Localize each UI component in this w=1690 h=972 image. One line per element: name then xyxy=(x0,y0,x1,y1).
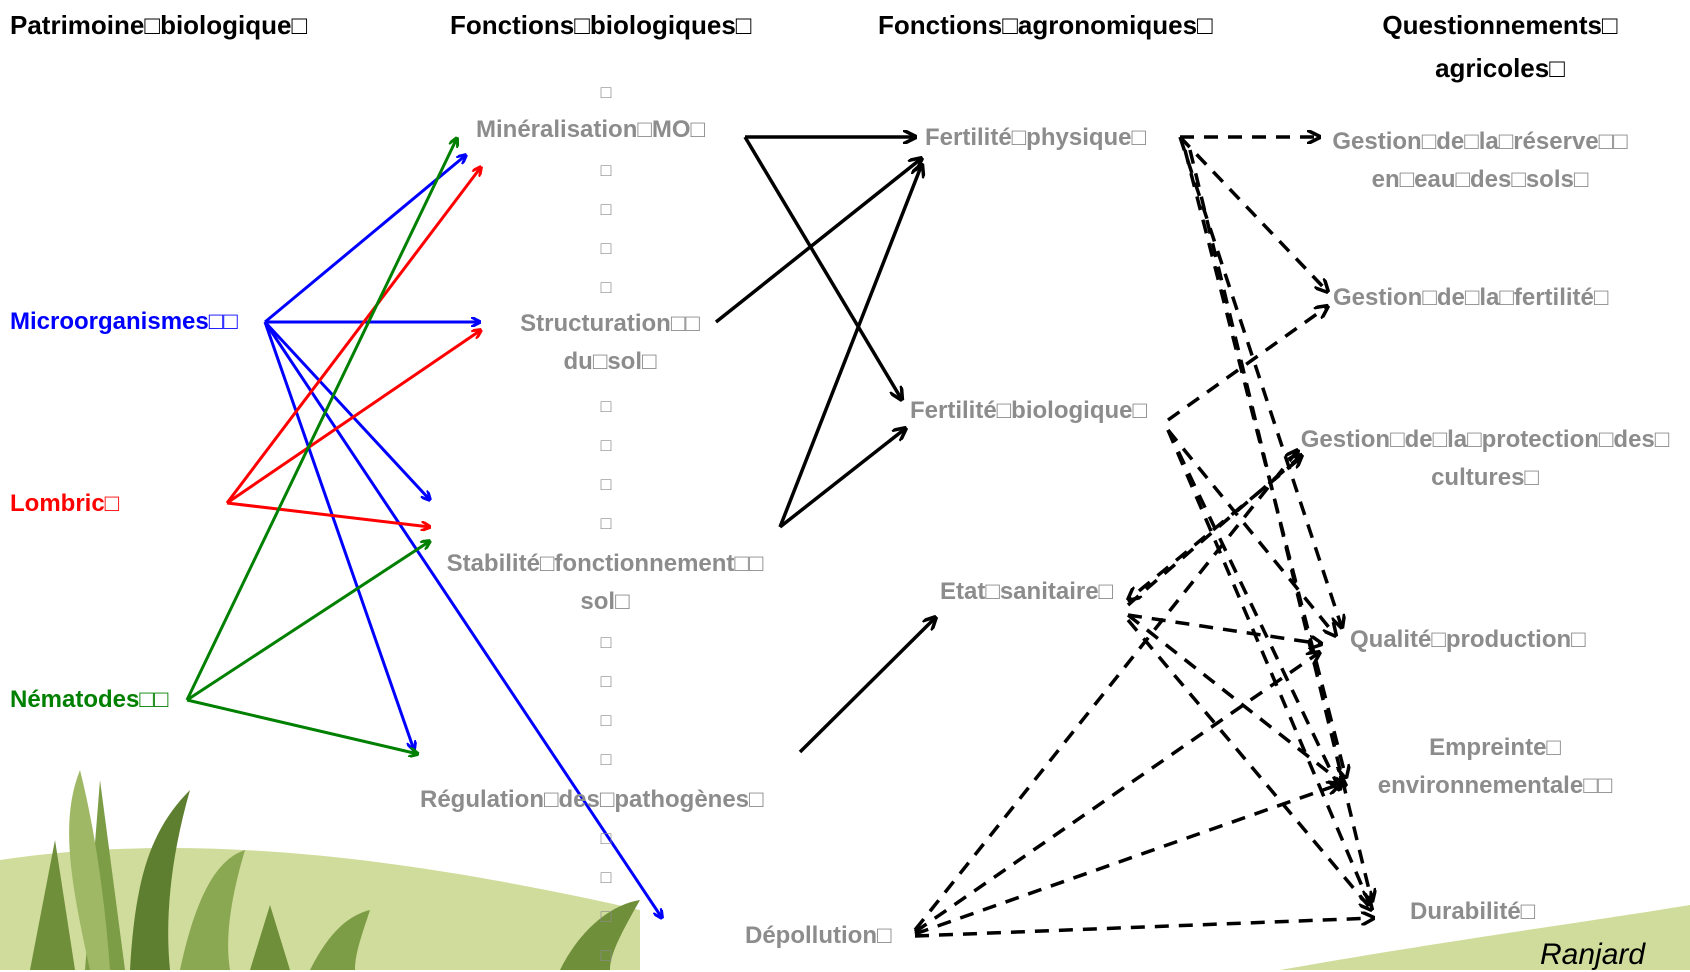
placeholder-glyph: □ xyxy=(600,277,612,297)
node-stabilite-line1: Stabilité□fonctionnement□□ xyxy=(446,550,764,577)
edge-protection-etat xyxy=(1128,458,1300,600)
edge-fertphys-qualite xyxy=(1178,136,1342,628)
edge-micro-depollution xyxy=(263,321,662,918)
node-lombric: Lombric□ xyxy=(10,490,120,517)
placeholder-glyph: □ xyxy=(600,828,612,848)
edge-nematodes-stabilite xyxy=(186,541,430,702)
placeholder-glyph: □ xyxy=(600,435,612,455)
microorganismes-arrows xyxy=(263,155,662,918)
header-fonctions-agronomiques: Fonctions□agronomiques□ xyxy=(878,10,1213,40)
edge-depollution-qualite xyxy=(914,652,1320,934)
node-structuration-sol: Structuration□□ du□sol□ xyxy=(500,310,720,376)
placeholder-glyph: □ xyxy=(600,160,612,180)
placeholder-glyph: □ xyxy=(600,513,612,533)
placeholder-glyph: □ xyxy=(600,396,612,416)
agro-question-arrows xyxy=(913,135,1374,938)
edge-fertphys-fertilite xyxy=(1178,135,1328,292)
edge-depollution-durabilite xyxy=(914,918,1374,938)
lombric-arrows xyxy=(225,167,481,527)
node-durabilite: Durabilité□ xyxy=(1410,898,1536,925)
node-gestion-fertilite: Gestion□de□la□fertilité□ xyxy=(1333,284,1609,311)
node-regulation-pathogenes: Régulation□des□pathogènes□ xyxy=(420,786,764,813)
edge-mineralisation-fertbio xyxy=(743,136,902,400)
node-gestion-eau-line2: en□eau□des□sols□ xyxy=(1371,166,1589,193)
edge-depollution-protection xyxy=(913,450,1298,932)
placeholder-glyph: □ xyxy=(600,474,612,494)
node-nematodes: Nématodes□□ xyxy=(10,686,169,713)
edge-stabilite-fertphys xyxy=(778,164,922,528)
edge-lombric-structuration xyxy=(226,330,481,505)
node-empreinte-line1: Empreinte□ xyxy=(1429,734,1561,761)
nematodes-arrows xyxy=(185,138,457,754)
node-gestion-reserve-eau: Gestion□de□la□réserve□□ en□eau□des□sols□ xyxy=(1325,128,1635,194)
node-microorganismes: Microorganismes□□ xyxy=(10,308,238,335)
edge-stabilite-fertbio xyxy=(778,428,906,529)
placeholder-glyph: □ xyxy=(600,199,612,219)
node-stabilite-fonctionnement-sol: Stabilité□fonctionnement□□ sol□ xyxy=(425,550,785,616)
edge-etat-durabilite xyxy=(1126,618,1372,910)
node-etat-sanitaire: Etat□sanitaire□ xyxy=(940,578,1114,605)
node-empreinte-environnementale: Empreinte□ environnementale□□ xyxy=(1360,734,1630,800)
node-empreinte-line2: environnementale□□ xyxy=(1377,772,1613,799)
placeholder-glyph: □ xyxy=(600,238,612,258)
grass-decoration-icon xyxy=(0,770,1690,970)
header-questionnements-line1: Questionnements□ xyxy=(1382,10,1618,40)
placeholder-glyph: □ xyxy=(600,867,612,887)
placeholder-glyph: □ xyxy=(600,906,612,926)
edge-lombric-stabilite xyxy=(226,501,430,527)
edge-fertbio-qualite xyxy=(1166,428,1336,636)
node-qualite-production: Qualité□production□ xyxy=(1350,626,1586,653)
credit-text: Ranjard xyxy=(1540,938,1646,971)
placeholder-glyph: □ xyxy=(600,671,612,691)
placeholder-glyph: □ xyxy=(600,945,612,965)
edge-etat-qualite xyxy=(1127,613,1322,644)
node-gestion-protection-cultures: Gestion□de□la□protection□des□ cultures□ xyxy=(1285,426,1685,492)
placeholder-glyph: □ xyxy=(600,82,612,102)
edge-regulation-etat xyxy=(798,617,936,754)
node-gestion-eau-line1: Gestion□de□la□réserve□□ xyxy=(1332,128,1628,155)
edge-depollution-empreinte xyxy=(914,784,1340,936)
bio-agro-arrows xyxy=(714,136,936,754)
edge-micro-mineralisation xyxy=(264,155,466,324)
node-fertilite-biologique: Fertilité□biologique□ xyxy=(910,397,1147,424)
edge-fertbio-fertilite xyxy=(1166,306,1328,422)
edge-nematodes-regulation xyxy=(186,698,418,754)
header-fonctions-biologiques: Fonctions□biologiques□ xyxy=(450,10,752,40)
header-questionnements-line2: agricoles□ xyxy=(1435,53,1565,83)
header-questionnements-agricoles: Questionnements□ agricoles□ xyxy=(1345,10,1655,84)
node-gestion-protection-line1: Gestion□de□la□protection□des□ xyxy=(1300,426,1670,453)
node-depollution: Dépollution□ xyxy=(745,922,892,949)
placeholder-glyph: □ xyxy=(600,749,612,769)
placeholder-glyph: □ xyxy=(600,632,612,652)
node-stabilite-line2: sol□ xyxy=(580,588,630,615)
node-fertilite-physique: Fertilité□physique□ xyxy=(925,124,1147,151)
edge-lombric-mineralisation xyxy=(225,167,481,504)
node-structuration-line1: Structuration□□ xyxy=(520,310,700,337)
header-patrimoine-biologique: Patrimoine□biologique□ xyxy=(10,10,308,40)
edge-fertbio-empreinte xyxy=(1166,429,1340,790)
edge-structuration-fertphys xyxy=(714,158,922,324)
edge-fertphys-durabilite xyxy=(1188,149,1372,902)
edge-nematodes-mineralisation xyxy=(185,138,457,701)
placeholder-glyph: □ xyxy=(600,710,612,730)
edge-micro-regulation xyxy=(263,321,414,750)
node-mineralisation-mo: Minéralisation□MO□ xyxy=(476,116,706,143)
node-structuration-line2: du□sol□ xyxy=(563,348,657,375)
node-gestion-protection-line2: cultures□ xyxy=(1431,464,1539,491)
edge-micro-stabilite xyxy=(263,320,430,500)
